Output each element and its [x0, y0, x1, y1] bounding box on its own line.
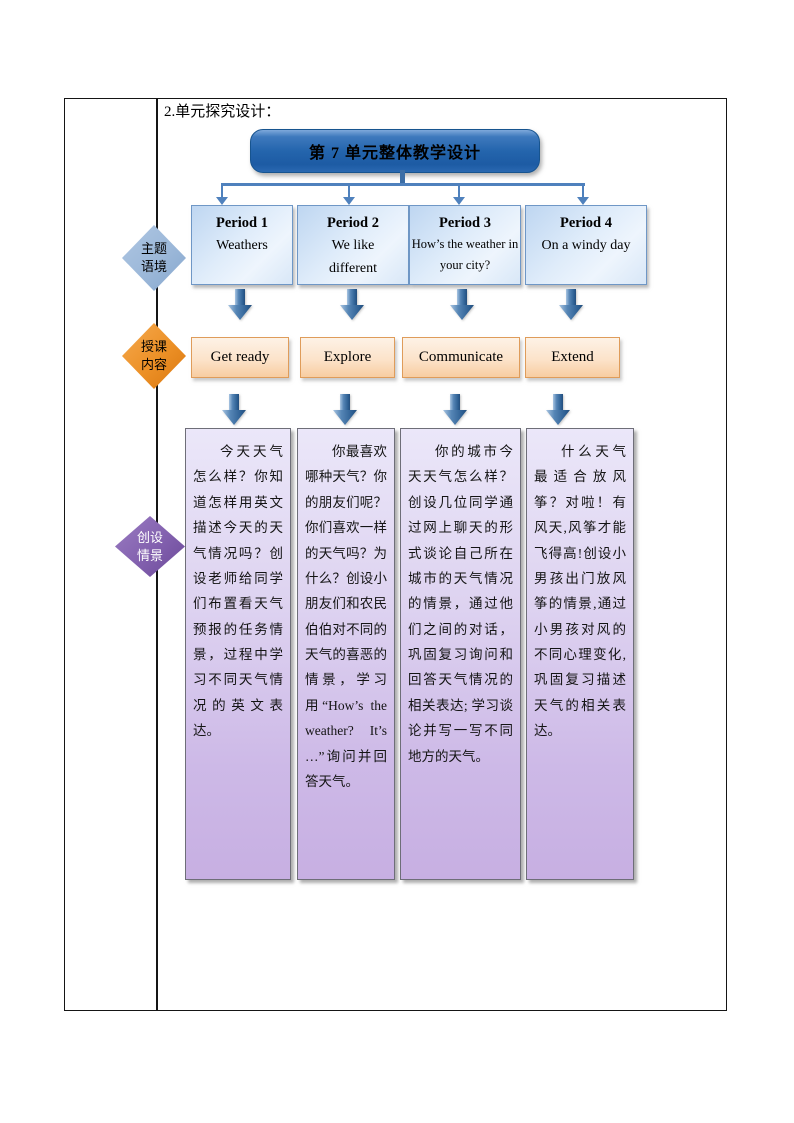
down-block-arrow — [559, 289, 583, 320]
down-block-arrow — [546, 394, 570, 425]
connector-arrow — [577, 185, 589, 205]
scenario-text: 你的城市今天天气怎么样？创设几位同学通过网上聊天的形式谈论自己所在城市的天气情况… — [408, 444, 513, 764]
connector-line — [221, 183, 585, 186]
section-caption: 2.单元探究设计： — [164, 104, 281, 120]
content-box-communicate: Communicate — [402, 337, 520, 378]
period-box-4: Period 4 On a windy day — [525, 205, 647, 285]
period-subtitle: Weathers — [216, 238, 268, 253]
scenario-box-2: 你最喜欢哪种天气？你的朋友们呢？你们喜欢一样的天气吗？为什么？创设小朋友们和农民… — [297, 428, 395, 880]
period-subtitle: How’s the weather in your city? — [411, 237, 519, 272]
scenario-box-3: 你的城市今天天气怎么样？创设几位同学通过网上聊天的形式谈论自己所在城市的天气情况… — [400, 428, 521, 880]
diamond-label-line: 内容 — [140, 357, 167, 372]
period-box-3: Period 3 How’s the weather in your city? — [409, 205, 521, 285]
period-title: Period 3 — [439, 215, 491, 231]
diamond-label-line: 授课 — [140, 339, 167, 355]
period-box-2: Period 2 We like different — [297, 205, 409, 285]
down-block-arrow — [228, 289, 252, 320]
scenario-box-1: 今天天气怎么样？你知道怎样用英文描述今天的天气情况吗？创设老师给同学们布置看天气… — [185, 428, 291, 880]
content-box-explore: Explore — [300, 337, 395, 378]
diamond-label-line: 情景 — [136, 547, 163, 563]
period-subtitle: We like different — [329, 238, 377, 277]
period-subtitle: On a windy day — [541, 238, 631, 253]
scenario-text: 什么天气最适合放风筝？对啦！有风天,风筝才能飞得高!创设小男孩出门放风筝的情景,… — [534, 444, 626, 739]
scenario-box-4: 什么天气最适合放风筝？对啦！有风天,风筝才能飞得高!创设小男孩出门放风筝的情景,… — [526, 428, 634, 880]
period-title: Period 4 — [560, 215, 612, 231]
down-block-arrow — [222, 394, 246, 425]
connector-arrow — [343, 185, 355, 205]
diagram-title: 第 7 单元整体教学设计 — [308, 145, 481, 162]
content-label: Get ready — [210, 349, 270, 365]
table-border — [64, 98, 727, 1011]
diamond-label-line: 主题 — [140, 241, 167, 257]
content-box-extend: Extend — [525, 337, 620, 378]
period-title: Period 2 — [327, 215, 379, 231]
connector-arrow — [453, 185, 465, 205]
content-box-get-ready: Get ready — [191, 337, 289, 378]
period-title: Period 1 — [216, 215, 268, 231]
scenario-text: 今天天气怎么样？你知道怎样用英文描述今天的天气情况吗？创设老师给同学们布置看天气… — [193, 444, 283, 739]
diagram-title-banner: 第 7 单元整体教学设计 — [250, 129, 540, 173]
down-block-arrow — [340, 289, 364, 320]
period-box-1: Period 1 Weathers — [191, 205, 293, 285]
content-label: Extend — [551, 349, 594, 365]
down-block-arrow — [443, 394, 467, 425]
diamond-label-line: 语境 — [140, 259, 167, 274]
connector-stub — [400, 170, 405, 184]
connector-arrow — [216, 185, 228, 205]
scenario-text: 你最喜欢哪种天气？你的朋友们呢？你们喜欢一样的天气吗？为什么？创设小朋友们和农民… — [305, 444, 387, 789]
down-block-arrow — [450, 289, 474, 320]
diamond-label-line: 创设 — [136, 529, 163, 545]
content-label: Explore — [323, 349, 372, 365]
content-label: Communicate — [418, 349, 504, 365]
down-block-arrow — [333, 394, 357, 425]
